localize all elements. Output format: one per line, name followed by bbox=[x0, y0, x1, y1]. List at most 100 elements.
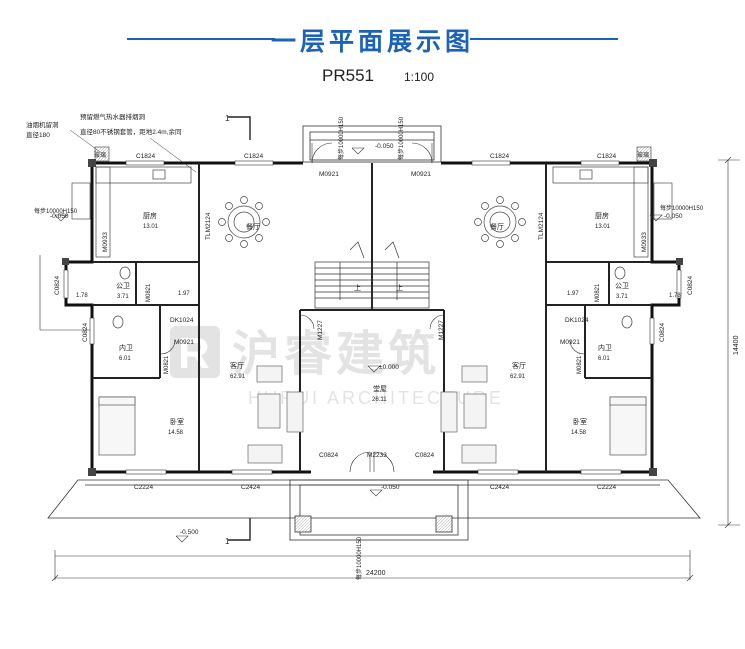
room-living-left: 客厅 bbox=[230, 361, 244, 370]
opening-m1227-right: M1227 bbox=[438, 320, 445, 340]
back-porch-outline bbox=[302, 125, 442, 163]
room-kitchen-left: 厨房 bbox=[143, 211, 157, 220]
opening-m2233: M2233 bbox=[367, 452, 387, 459]
note-ac-mid-left: 每步10000H150 bbox=[337, 116, 345, 160]
note-heater-pipe: 直径80不锈钢套管，距地2.4m,余同 bbox=[80, 127, 182, 136]
watermark-logo-letter: R bbox=[178, 329, 210, 378]
room-bedroom-left: 卧室 bbox=[170, 417, 184, 426]
dim-total-width: 24200 bbox=[366, 570, 386, 577]
room-store-right: 1.78 bbox=[669, 293, 681, 299]
dim-total-depth: 14400 bbox=[733, 335, 740, 355]
opening-c2424-left: C2424 bbox=[241, 484, 261, 491]
room-kitchen-right: 厨房 bbox=[595, 211, 609, 220]
room-toilet-pub-left: 公卫 bbox=[116, 282, 130, 290]
chimney-left-icon bbox=[94, 146, 110, 162]
level-back-left: -0.050 bbox=[375, 143, 394, 150]
room-toilet-in-right-area: 6.01 bbox=[598, 356, 610, 362]
room-dining-left: 餐厅 bbox=[246, 222, 260, 231]
title-line-left bbox=[127, 38, 275, 40]
room-toilet-pub-right-area: 3.71 bbox=[616, 294, 628, 300]
dining-table-left-icon bbox=[218, 196, 270, 248]
opening-m0921-left: M0921 bbox=[174, 339, 194, 346]
kitchen-counters bbox=[95, 166, 649, 258]
pillars bbox=[62, 159, 683, 476]
stair-up-left: 上 bbox=[354, 283, 361, 292]
toilet-fixtures bbox=[112, 266, 633, 329]
title-line-right bbox=[470, 38, 618, 40]
watermark-en: HURUI ARCHITECTURE bbox=[248, 388, 504, 408]
opening-m1227-left: M1227 bbox=[317, 320, 324, 340]
opening-c0824-right: C0824 bbox=[687, 275, 694, 295]
level-left-side: -0.050 bbox=[50, 213, 69, 220]
opening-c0824-right2: C0824 bbox=[659, 322, 666, 342]
room-toilet-pub-left-area: 3.71 bbox=[117, 294, 129, 300]
dimension-lines bbox=[39, 156, 740, 582]
opening-m0933-left: M0933 bbox=[102, 232, 109, 252]
level-right-side: -0.050 bbox=[664, 213, 683, 220]
opening-c2224-left: C2224 bbox=[134, 484, 154, 491]
plan-labels: 油烟机留洞 直径180 预留燃气热水器排烟洞 直径80不锈钢套管，距地2.4m,… bbox=[26, 112, 704, 580]
note-ac-left: 每步10000H150 bbox=[34, 207, 78, 215]
sofa-set-left-icon bbox=[247, 365, 304, 464]
section-mark-top: 1 bbox=[225, 114, 230, 123]
front-porch-outline bbox=[47, 479, 701, 541]
level-mark-symbols bbox=[54, 147, 663, 543]
opening-m0821-a: M0821 bbox=[146, 283, 152, 302]
opening-c1824-c: C1824 bbox=[490, 153, 510, 160]
page-title: 一层平面展示图 bbox=[270, 28, 474, 56]
opening-c1824-d: C1824 bbox=[597, 153, 617, 160]
opening-m0821-d: M0821 bbox=[577, 355, 583, 374]
level-front-porch: -0.050 bbox=[381, 484, 400, 491]
opening-c0824-front-left: C0824 bbox=[319, 452, 339, 459]
opening-tlm2124-left: TLM2124 bbox=[205, 212, 212, 240]
opening-c2424-right: C2424 bbox=[490, 484, 510, 491]
room-store-left: 1.78 bbox=[76, 293, 88, 299]
opening-m0921-top-right: M0921 bbox=[411, 171, 431, 178]
dining-table-right-icon bbox=[474, 196, 526, 248]
bed-right-icon bbox=[609, 396, 647, 456]
room-dining-right: 餐厅 bbox=[490, 222, 504, 231]
level-ground: -0.500 bbox=[180, 529, 199, 536]
window-tag-right: 玻璃 bbox=[637, 151, 649, 159]
opening-dk1024-left: DK1024 bbox=[170, 317, 194, 324]
opening-c2224-right: C2224 bbox=[597, 484, 617, 491]
opening-c0824-left: C0824 bbox=[54, 275, 61, 295]
room-living-right-area: 62.91 bbox=[510, 374, 526, 380]
opening-m0821-c: M0821 bbox=[164, 355, 170, 374]
room-toilet-pub-right: 公卫 bbox=[615, 282, 629, 290]
note-chimney: 油烟机留洞 bbox=[26, 120, 59, 129]
stairs-right-icon bbox=[371, 241, 430, 309]
opening-m0821-b: M0821 bbox=[595, 283, 601, 302]
opening-c0824-left2: C0824 bbox=[82, 322, 89, 342]
ac-platforms bbox=[71, 182, 673, 220]
window-tag-left: 玻璃 bbox=[94, 151, 106, 159]
room-hall: 堂屋 bbox=[373, 384, 387, 393]
opening-tlm2124-right: TLM2124 bbox=[538, 212, 545, 240]
room-living-left-area: 62.91 bbox=[230, 374, 246, 380]
room-bedroom-right-area: 14.58 bbox=[571, 430, 587, 436]
interior-walls bbox=[92, 163, 652, 472]
chimney-right-icon bbox=[636, 146, 652, 162]
note-chimney-dia: 直径180 bbox=[26, 130, 50, 139]
opening-m0933-right: M0933 bbox=[641, 232, 648, 252]
opening-c0824-front-right: C0824 bbox=[415, 452, 435, 459]
room-toilet-in-left-area: 6.01 bbox=[119, 356, 131, 362]
bed-left-icon bbox=[98, 396, 136, 456]
stair-up-right: 上 bbox=[396, 283, 403, 292]
stairs-left-icon bbox=[314, 241, 373, 309]
room-bedroom-left-area: 14.58 bbox=[168, 430, 184, 436]
opening-dk1024-right: DK1024 bbox=[565, 317, 589, 324]
doors bbox=[160, 142, 585, 473]
opening-c1824-a: C1824 bbox=[136, 153, 156, 160]
note-heater-hole: 预留燃气热水器排烟洞 bbox=[80, 112, 146, 121]
room-hall-level: ±0.000 bbox=[379, 364, 399, 371]
room-hall-area: 26.11 bbox=[372, 397, 387, 403]
sofa-set-right-icon bbox=[440, 365, 497, 464]
note-ac-mid-right: 每步10000H150 bbox=[397, 116, 405, 160]
room-toilet-in-left: 内卫 bbox=[119, 343, 133, 352]
room-kitchen-right-area: 13.01 bbox=[595, 224, 611, 230]
page-header: 一层平面展示图 PR551 1:100 bbox=[0, 0, 745, 100]
room-kitchen-left-area: 13.01 bbox=[143, 224, 159, 230]
watermark-logo bbox=[170, 326, 220, 378]
